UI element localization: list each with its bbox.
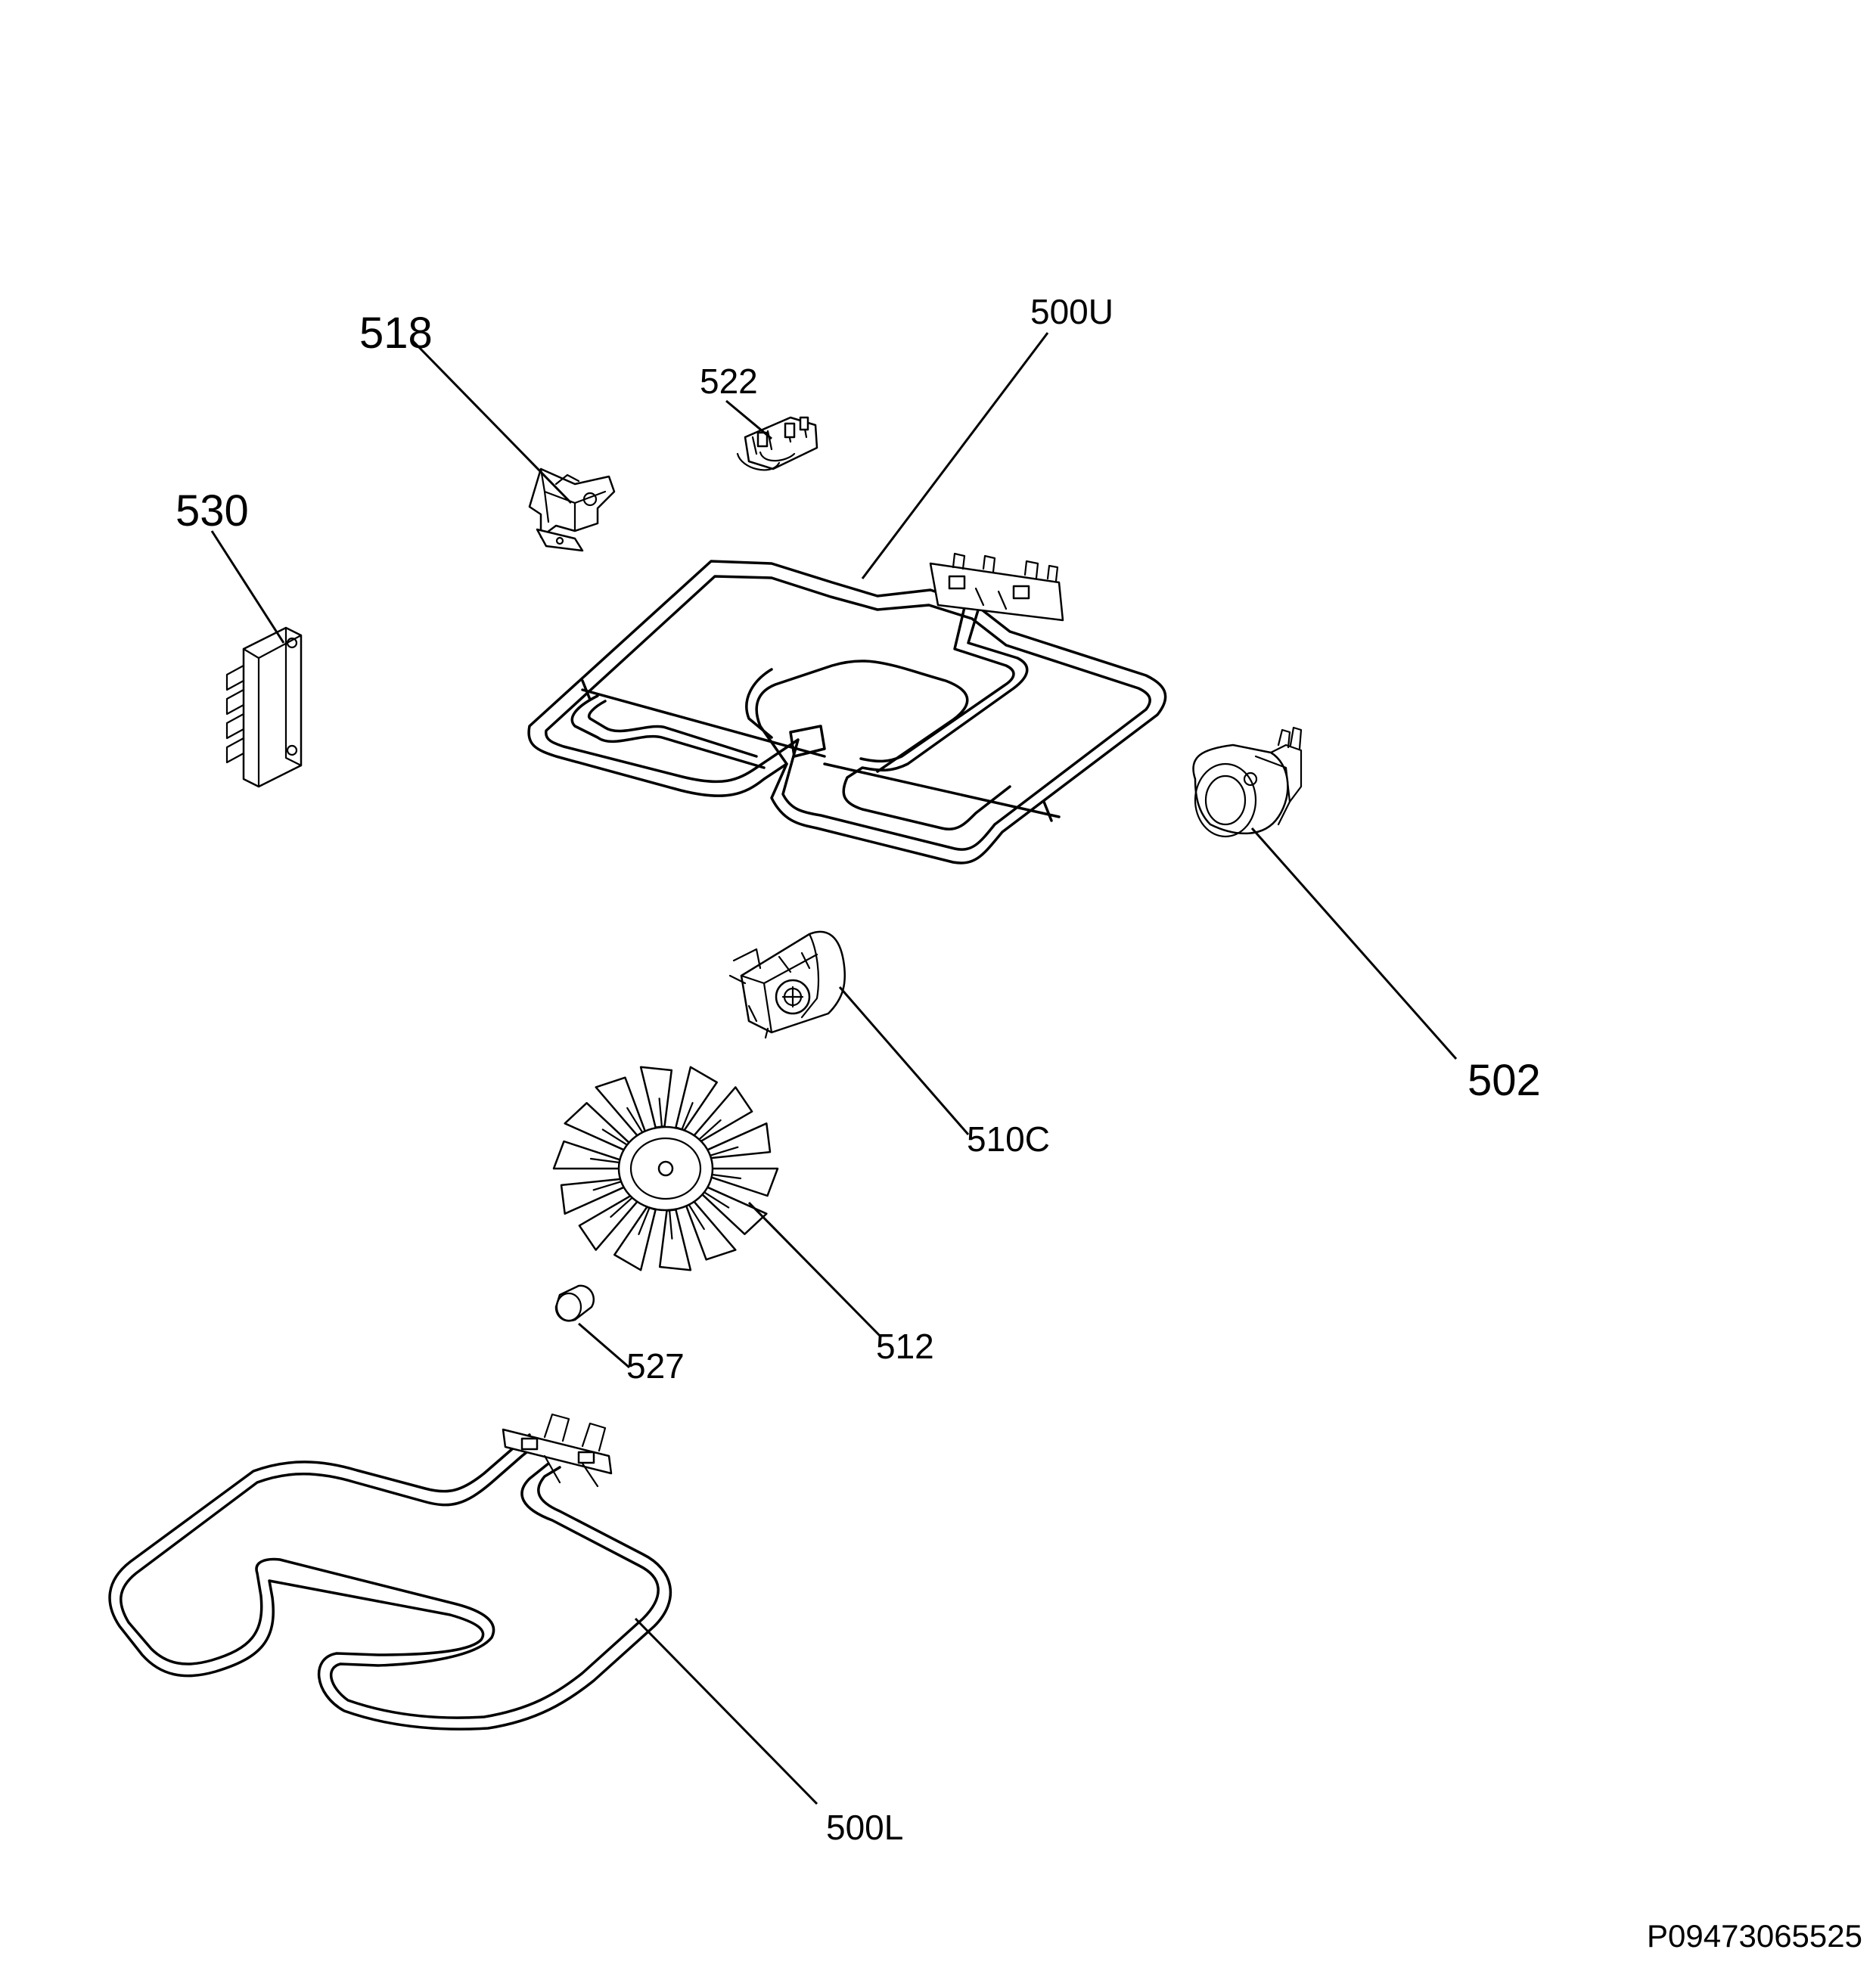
fan-blade xyxy=(552,1140,623,1170)
leader-518 xyxy=(411,339,573,504)
part-502-cooling-fan-motor xyxy=(1192,726,1303,838)
callout-530: 530 xyxy=(175,486,249,535)
leader-lines xyxy=(210,332,1458,1805)
part-500U-upper-heating-element xyxy=(527,552,1167,865)
callout-500L: 500L xyxy=(826,1808,903,1847)
callout-522: 522 xyxy=(700,362,758,401)
leader-500L xyxy=(634,1617,818,1805)
part-527-cap-nut xyxy=(554,1284,595,1322)
callout-502: 502 xyxy=(1468,1056,1541,1105)
fan-blade-rib xyxy=(704,1191,730,1209)
leader-512 xyxy=(747,1201,883,1339)
part-510C-convection-motor xyxy=(728,930,846,1039)
fan-blade-rib xyxy=(626,1107,643,1133)
fan-blade-rib xyxy=(711,1173,742,1180)
part-518-safety-thermostat xyxy=(528,467,616,552)
fan-blade xyxy=(639,1066,673,1128)
part-522-connector-clip xyxy=(736,416,818,471)
fan-blade-rib xyxy=(589,1157,620,1164)
fan-blade-rib xyxy=(638,1208,651,1236)
leader-522 xyxy=(725,399,772,440)
fan-blade-rib xyxy=(669,1210,673,1240)
fan-blade xyxy=(709,1167,779,1197)
leader-500U xyxy=(861,332,1049,579)
fan-blade-rib xyxy=(698,1119,722,1140)
callout-labels: 518 522 500U 530 502 510C 512 527 500L xyxy=(175,292,1541,1847)
callout-500U: 500U xyxy=(1030,292,1113,331)
callout-527: 527 xyxy=(626,1346,685,1386)
fan-blade-rib xyxy=(709,1146,739,1156)
leader-502 xyxy=(1250,827,1458,1060)
fan-blade-rib xyxy=(601,1128,628,1146)
fan-blade-rib xyxy=(681,1101,694,1129)
callout-518: 518 xyxy=(359,309,433,358)
fan-blade-rib xyxy=(610,1197,633,1218)
fan-blade-rib xyxy=(658,1097,663,1127)
fan-blade-rib xyxy=(592,1181,623,1191)
callout-512: 512 xyxy=(876,1327,934,1366)
leader-527 xyxy=(578,1322,630,1369)
leader-530 xyxy=(210,530,285,644)
part-500L-lower-heating-element xyxy=(108,1413,672,1731)
leader-510C xyxy=(838,986,970,1135)
part-530-terminal-block xyxy=(225,626,303,788)
callout-510C: 510C xyxy=(967,1119,1050,1159)
document-code: P09473065525 xyxy=(1647,1918,1862,1954)
fan-blade-rib xyxy=(688,1204,705,1231)
fan-blade xyxy=(658,1209,692,1271)
part-512-fan-blade xyxy=(552,1066,779,1271)
